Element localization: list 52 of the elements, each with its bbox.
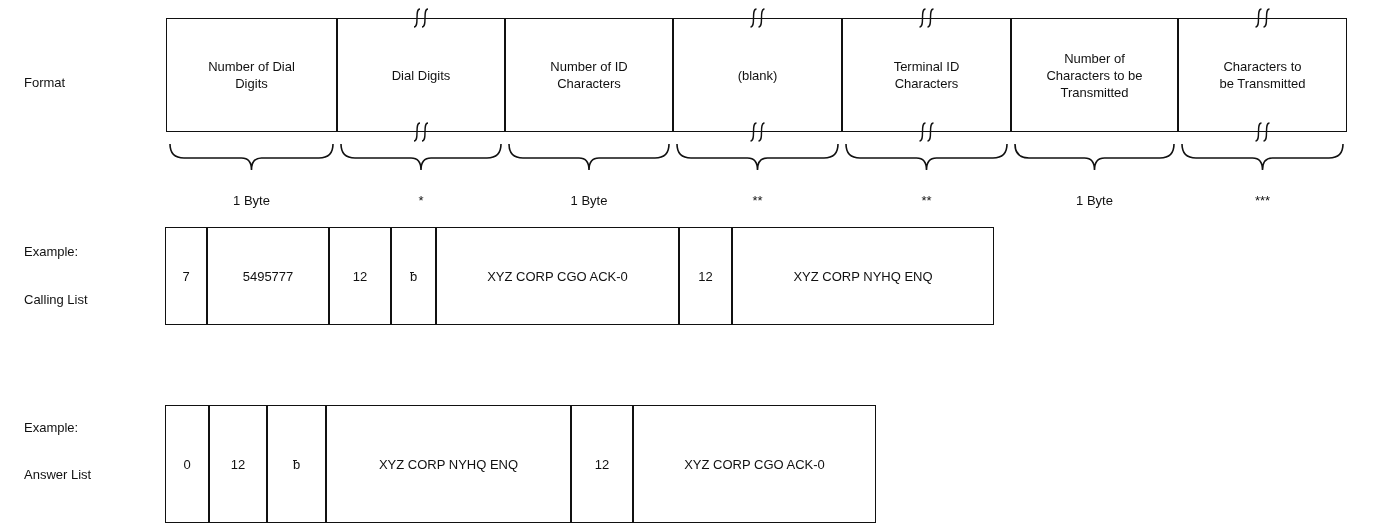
- value-box: [326, 405, 571, 523]
- field-box: [505, 18, 673, 132]
- field-value: 0: [182, 455, 192, 473]
- field-value: 5495777: [241, 267, 295, 285]
- field-box: [1011, 18, 1178, 132]
- field-name: Number of Dial Digits: [207, 58, 296, 92]
- byte-size-label: ***: [1253, 193, 1272, 208]
- field-value: XYZ CORP NYHQ ENQ: [377, 455, 520, 473]
- value-box: [267, 405, 326, 523]
- field-name: (blank): [736, 66, 779, 84]
- value-box: [732, 227, 994, 325]
- field-name: Number of Characters to be Transmitted: [1045, 49, 1144, 101]
- row-label: Example:: [24, 244, 79, 259]
- field-name: Terminal ID Characters: [892, 58, 961, 92]
- byte-size-label: 1 Byte: [569, 193, 609, 208]
- value-box: [209, 405, 267, 523]
- value-box: [571, 405, 633, 523]
- field-value: XYZ CORP NYHQ ENQ: [792, 267, 934, 285]
- byte-size-label: *: [417, 193, 425, 208]
- field-value: 12: [351, 267, 369, 285]
- field-value: 12: [229, 455, 247, 473]
- field-value: ƀ: [408, 267, 419, 285]
- byte-size-label: **: [920, 193, 933, 208]
- field-box: [166, 18, 337, 132]
- value-box: [679, 227, 732, 325]
- value-box: [207, 227, 329, 325]
- value-box: [436, 227, 679, 325]
- field-value: XYZ CORP CGO ACK-0: [683, 455, 826, 473]
- field-box: [337, 18, 505, 132]
- row-label: Format: [24, 75, 66, 90]
- field-value: 12: [593, 455, 611, 473]
- field-value: XYZ CORP CGO ACK-0: [486, 267, 629, 285]
- field-name: Characters to be Transmitted: [1218, 58, 1307, 92]
- field-box: [842, 18, 1011, 132]
- byte-size-label: 1 Byte: [1075, 193, 1114, 208]
- field-value: 12: [697, 267, 714, 285]
- field-value: 7: [181, 267, 191, 285]
- value-box: [391, 227, 436, 325]
- byte-size-label: 1 Byte: [232, 193, 271, 208]
- value-box: [633, 405, 876, 523]
- field-box: [1178, 18, 1347, 132]
- field-name: Number of ID Characters: [549, 58, 629, 92]
- row-label: Answer List: [24, 467, 92, 482]
- value-box: [329, 227, 391, 325]
- row-label: Calling List: [24, 292, 88, 307]
- field-box: [673, 18, 842, 132]
- value-box: [165, 227, 207, 325]
- field-name: Dial Digits: [390, 66, 452, 84]
- row-label: Example:: [24, 420, 79, 435]
- value-box: [165, 405, 209, 523]
- field-value: ƀ: [291, 455, 302, 473]
- byte-size-label: **: [751, 193, 764, 208]
